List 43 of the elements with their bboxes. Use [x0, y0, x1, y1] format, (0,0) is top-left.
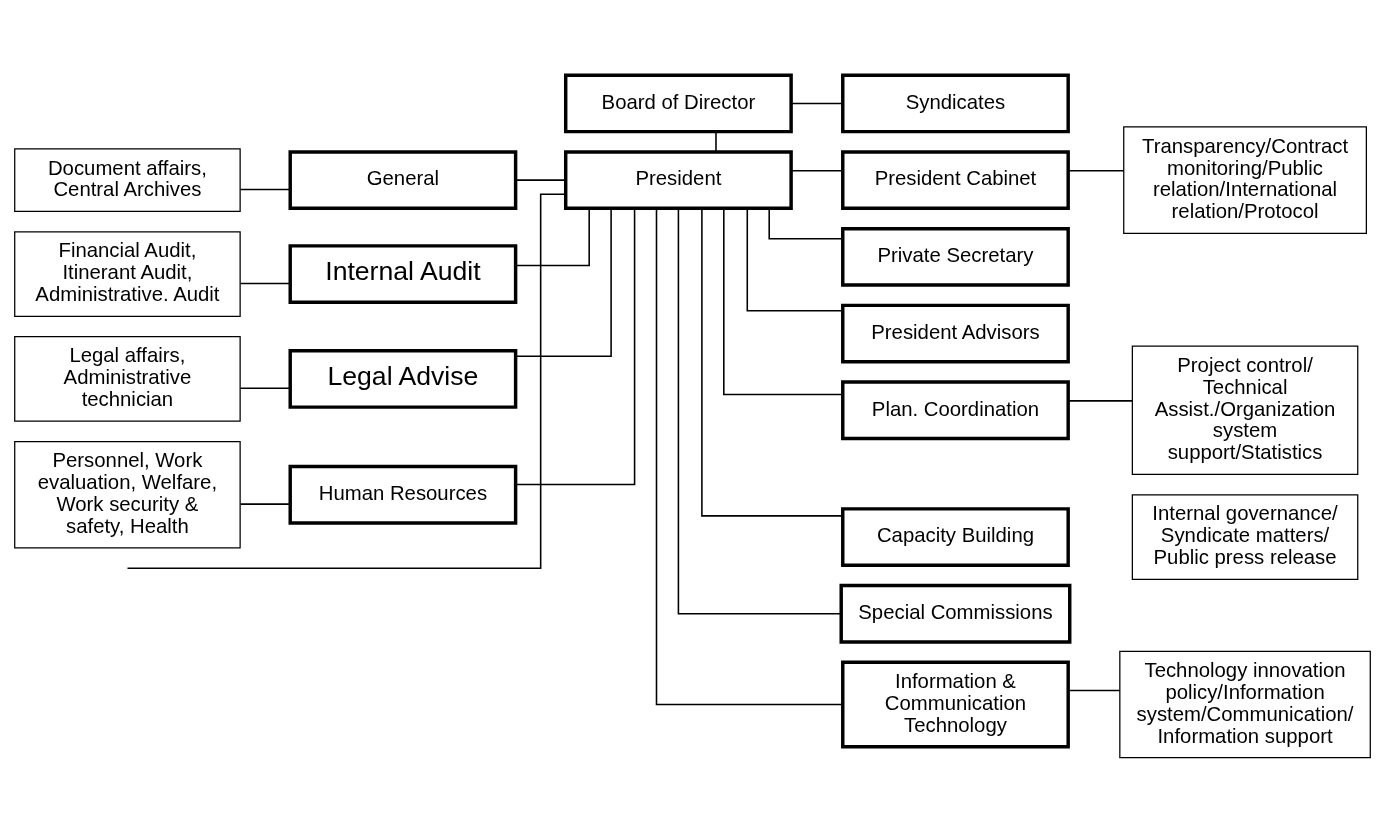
connector [1067, 400, 1133, 402]
node-box: Document affairs, Central Archives [14, 148, 241, 213]
node-box: Personnel, Work evaluation, Welfare, Work security & safety, Health [14, 440, 241, 549]
connector [723, 207, 844, 396]
connector [126, 193, 567, 570]
node-box: Legal affairs, Administrative technician [14, 336, 241, 422]
node-box: Legal Advise [288, 349, 518, 409]
node-box: Transparency/Contract monitoring/Public relation/International relation/Protocol [1123, 126, 1367, 234]
node-box: Capacity Building [841, 507, 1070, 567]
node-box: Technology innovation policy/Information system/Communication/ Information support [1119, 650, 1371, 759]
node-box: Financial Audit, Itinerant Audit, Administrative. Audit [14, 231, 241, 317]
connector [677, 207, 842, 615]
node-box: Syndicates [841, 73, 1070, 134]
connector [239, 503, 291, 505]
node-box: Special Commissions [839, 583, 1072, 644]
node-box: Information & Communication Technology [841, 660, 1070, 749]
connector [239, 282, 291, 285]
node-box: Human Resources [288, 464, 518, 525]
node-box: President Cabinet [841, 150, 1070, 211]
node-box: General [288, 150, 518, 211]
node-box: President Advisors [841, 303, 1070, 364]
connector [239, 188, 291, 191]
connector [1067, 169, 1125, 172]
connector [515, 208, 636, 486]
connector [655, 207, 844, 706]
connector [701, 208, 843, 517]
node-box: President [564, 150, 793, 211]
connector [715, 131, 717, 153]
connector [515, 207, 612, 358]
node-box: Internal Audit [288, 244, 518, 304]
connector [515, 207, 590, 267]
connector [790, 169, 844, 172]
node-box: Board of Director [564, 73, 793, 134]
node-box: Private Secretary [841, 226, 1070, 287]
connector [746, 207, 844, 312]
node-box: Plan. Coordination [841, 380, 1070, 441]
connector [790, 102, 844, 105]
connector [239, 387, 291, 390]
node-box: Project control/ Technical Assist./Organization system support/Statistics [1131, 345, 1359, 476]
node-box: Internal governance/ Syndicate matters/ Public press release [1131, 494, 1359, 580]
connector [515, 179, 567, 181]
connector [768, 208, 844, 240]
connector [1067, 689, 1121, 692]
